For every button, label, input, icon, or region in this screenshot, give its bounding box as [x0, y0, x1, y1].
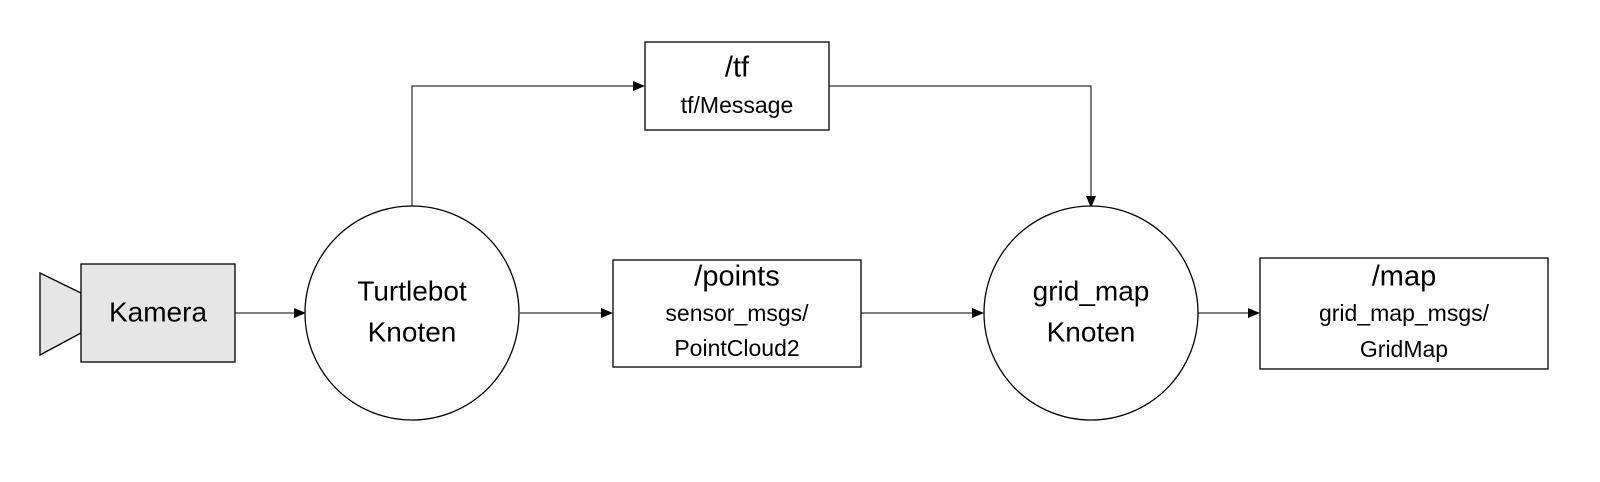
edges: [235, 81, 1260, 318]
camera-body: [80, 263, 236, 363]
tf-topic-node: /tf tf/Message: [644, 41, 830, 131]
map-topic-node: /map grid_map_msgs/ GridMap: [1259, 257, 1549, 370]
grid-map-node: grid_map Knoten: [983, 205, 1199, 421]
turtlebot-label-line1: Turtlebot: [357, 275, 467, 306]
camera-lens-icon: [39, 271, 82, 357]
map-topic-type-line2: GridMap: [1360, 336, 1448, 362]
points-topic-node: /points sensor_msgs/ PointCloud2: [612, 259, 862, 368]
points-topic-type-line1: sensor_msgs/: [665, 300, 809, 326]
turtlebot-circle: [304, 205, 520, 421]
edge-turtlebot-to-tf: [411, 81, 645, 206]
grid-map-label-line1: grid_map: [1033, 275, 1150, 306]
grid-map-circle: [983, 205, 1199, 421]
map-topic-name: /map: [1372, 261, 1436, 293]
points-topic-name: /points: [694, 261, 779, 293]
map-topic-box: [1259, 257, 1549, 370]
map-topic-type-line1: grid_map_msgs/: [1319, 300, 1490, 326]
points-topic-type-line2: PointCloud2: [674, 335, 799, 361]
turtlebot-node: Turtlebot Knoten: [304, 205, 520, 421]
points-topic-box: [612, 259, 862, 368]
tf-topic-type: tf/Message: [681, 92, 794, 118]
turtlebot-label-line2: Knoten: [368, 316, 457, 347]
tf-topic-name: /tf: [725, 52, 750, 84]
camera-label: Kamera: [109, 296, 207, 327]
camera-node: Kamera: [39, 263, 236, 363]
grid-map-label-line2: Knoten: [1047, 316, 1136, 347]
tf-topic-box: [644, 41, 830, 131]
edge-tf-to-grid-map: [829, 85, 1096, 208]
